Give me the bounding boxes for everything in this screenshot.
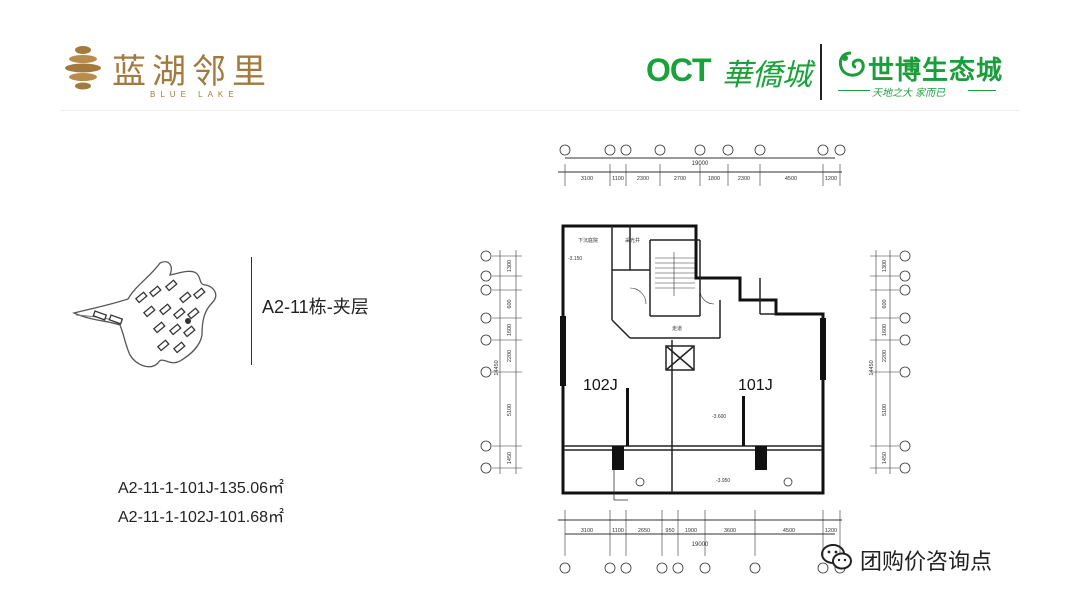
building-title: A2-11栋-夹层	[262, 297, 369, 317]
top-dim-2: 1100	[612, 176, 624, 182]
room-label-light-well: 采光井	[625, 237, 640, 244]
elevator	[665, 345, 695, 371]
side-dim-r6: 1450	[882, 452, 888, 464]
drains	[613, 470, 793, 501]
interior-walls	[563, 226, 823, 493]
top-axis-bubbles	[559, 144, 846, 574]
columns	[560, 316, 826, 470]
stair-treads	[655, 252, 695, 296]
bottom-dim-8: 1200	[825, 528, 837, 534]
top-total-dim: 19000	[692, 161, 709, 167]
door-swings	[629, 287, 715, 305]
header-divider	[60, 110, 1020, 111]
slogan-line-left	[838, 90, 870, 91]
slogan-line-right	[968, 90, 996, 91]
blue-lake-logo-icon	[62, 40, 104, 94]
side-dim-r3: 1600	[882, 324, 888, 336]
side-total-right: 14450	[869, 360, 875, 375]
side-dim-3: 1600	[507, 324, 513, 336]
top-dim-4: 2700	[674, 176, 686, 182]
level-mark-3: -3.950	[716, 478, 730, 484]
wechat-icon	[820, 542, 854, 574]
unit-label-102j: 102J	[583, 377, 618, 394]
unit-label-101j: 101J	[738, 377, 773, 394]
room-label-corridor: 走道	[672, 325, 682, 332]
bottom-dim-5: 1900	[685, 528, 697, 534]
logo-divider	[820, 44, 822, 100]
eco-city-emblem-icon	[836, 50, 866, 80]
side-dim-r2: 600	[882, 299, 888, 308]
unit-area-102j: A2-11-1-102J-101.68㎡	[118, 509, 285, 526]
side-dim-r1: 1300	[882, 260, 888, 272]
floor-plan-drawing: 19000 3100 1100 2300 2700 1800 2300 4500…	[480, 144, 911, 574]
level-mark-2: -3.600	[712, 414, 726, 420]
bottom-dim-1: 3100	[581, 528, 593, 534]
side-dim-r4: 2200	[882, 350, 888, 362]
bottom-dim-3: 2650	[638, 528, 650, 534]
watermark-text: 团购价咨询点	[860, 550, 993, 575]
top-dim-5: 1800	[708, 176, 720, 182]
top-dim-8: 1200	[825, 176, 837, 182]
side-dim-1: 1300	[507, 260, 513, 272]
oct-chinese-name: 華僑城	[722, 58, 812, 93]
side-total-left: 14450	[494, 360, 500, 375]
side-dim-r5: 5100	[882, 404, 888, 416]
top-dim-3: 2300	[637, 176, 649, 182]
side-dim-2: 600	[507, 299, 513, 308]
title-divider	[251, 257, 252, 365]
site-plan-thumbnail	[70, 255, 230, 375]
oct-logo: OCT	[646, 52, 712, 88]
side-dim-6: 1450	[507, 452, 513, 464]
side-dim-4: 2200	[507, 350, 513, 362]
unit-area-101j: A2-11-1-101J-135.06㎡	[118, 480, 285, 497]
building-outline	[561, 224, 825, 495]
top-dim-7: 4500	[785, 176, 797, 182]
bottom-dim-4: 950	[665, 528, 674, 534]
level-mark-1: -3.150	[568, 256, 582, 262]
side-dim-5: 5100	[507, 404, 513, 416]
top-dim-6: 2300	[738, 176, 750, 182]
bottom-dim-7: 4500	[783, 528, 795, 534]
bottom-dim-2: 1100	[612, 528, 624, 534]
eco-city-name: 世博生态城	[868, 56, 1004, 86]
bottom-dim-6: 3600	[724, 528, 736, 534]
brand-name: 蓝湖邻里	[112, 52, 272, 92]
eco-city-slogan: 天地之大 家而已	[872, 88, 946, 99]
brand-subtitle: BLUE LAKE	[150, 90, 239, 99]
bottom-total-dim: 19000	[692, 542, 709, 548]
room-label-sunken-yard: 下沉庭院	[578, 237, 598, 244]
side-axis-bubbles	[480, 250, 911, 474]
top-dim-1: 3100	[581, 176, 593, 182]
